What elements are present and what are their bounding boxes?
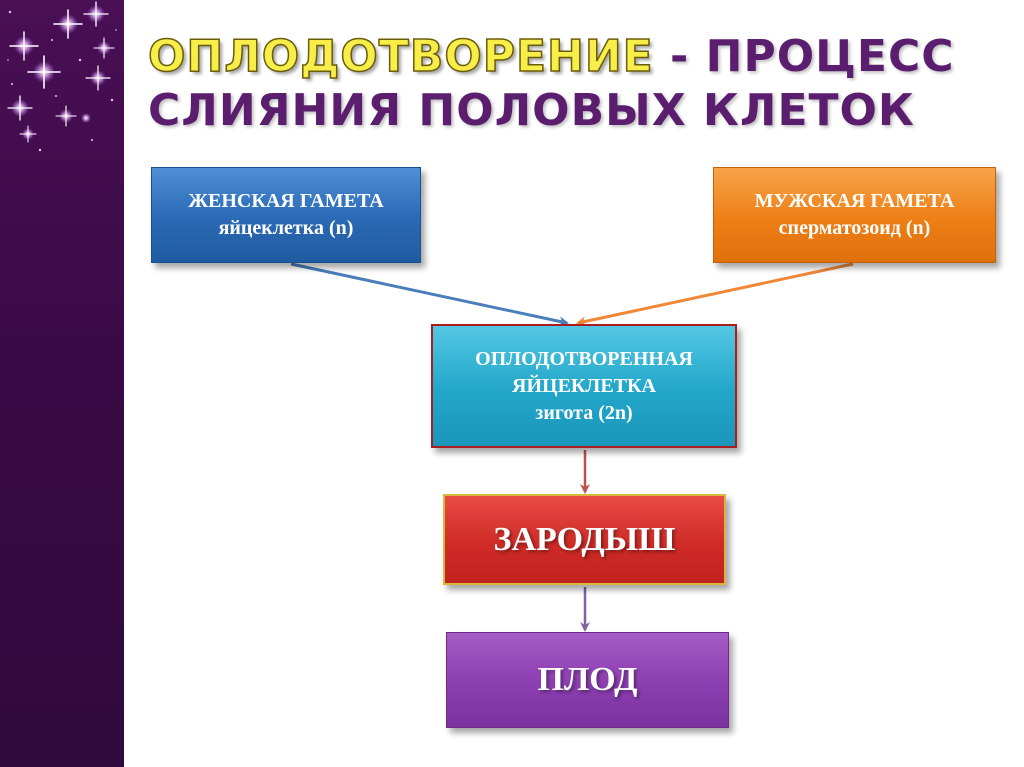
male-gamete-title: МУЖСКАЯ ГАМЕТА [754,190,955,212]
zygote-line2: ЯЙЦЕКЛЕТКА [512,374,656,397]
title-rest: - ПРОЦЕСС [653,31,955,82]
fruit-box: ПЛОД [446,632,729,728]
slide-title: ОПЛОДОТВОРЕНИЕ - ПРОЦЕСС СЛИЯНИЯ ПОЛОВЫХ… [147,30,1008,138]
arrow-female-to-zygote [290,262,569,327]
zygote-box: ОПЛОДОТВОРЕННАЯ ЯЙЦЕКЛЕТКА зигота (2n) [431,324,737,448]
male-gamete-box: МУЖСКАЯ ГАМЕТА сперматозоид (n) [713,167,996,263]
female-gamete-title: ЖЕНСКАЯ ГАМЕТА [188,190,384,212]
embryo-box: ЗАРОДЫШ [443,494,726,585]
fruit-label: ПЛОД [537,661,638,698]
title-highlight: ОПЛОДОТВОРЕНИЕ [147,30,654,83]
female-gamete-box: ЖЕНСКАЯ ГАМЕТА яйцеклетка (n) [151,167,421,263]
starry-side-panel [0,0,124,767]
male-gamete-subtitle: сперматозоид (n) [778,217,931,239]
embryo-label: ЗАРОДЫШ [493,520,676,558]
female-gamete-subtitle: яйцеклетка (n) [218,217,354,239]
zygote-line1: ОПЛОДОТВОРЕННАЯ [475,347,693,370]
sparkles-icon [7,1,117,152]
zygote-line3: зигота (2n) [535,401,633,424]
title-line2: СЛИЯНИЯ ПОЛОВЫХ КЛЕТОК [148,85,915,136]
arrow-male-to-zygote [576,262,854,327]
